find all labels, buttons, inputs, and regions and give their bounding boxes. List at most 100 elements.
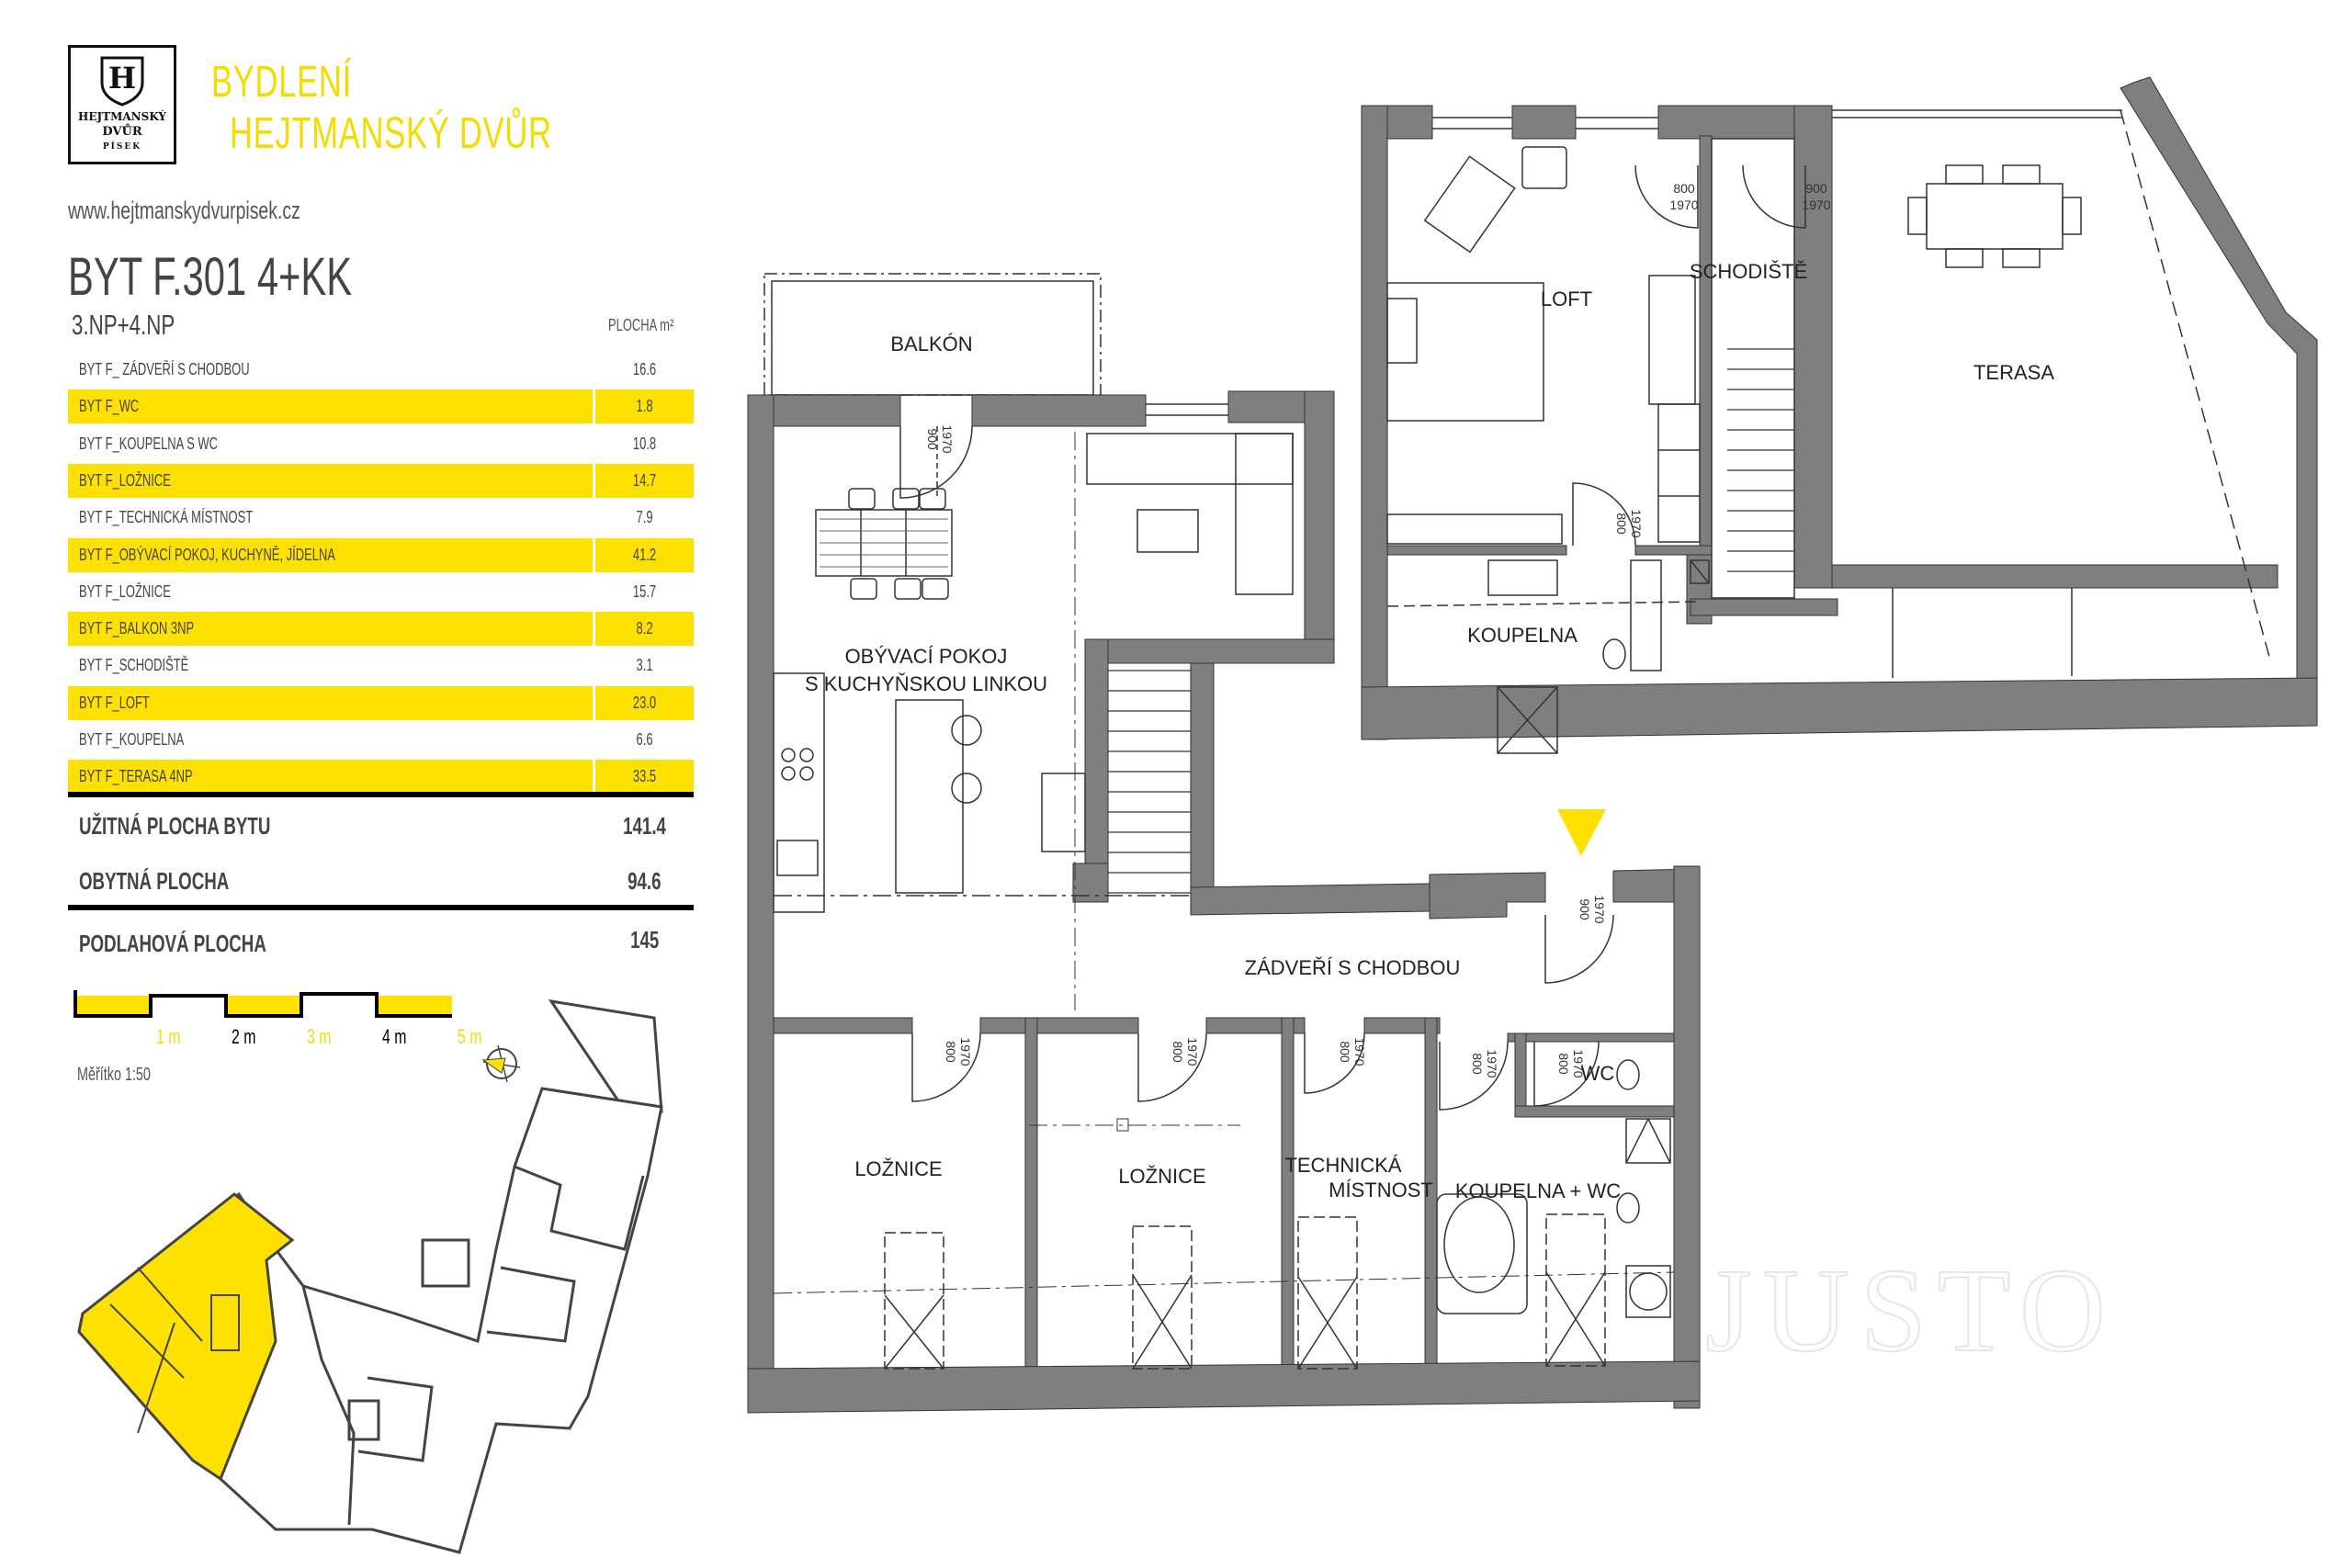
watermark: JUSTO	[1705, 1245, 2117, 1377]
website-link[interactable]: www.hejtmanskydvurpisek.cz	[68, 197, 300, 224]
svg-text:800: 800	[1673, 181, 1695, 196]
svg-text:1970: 1970	[1802, 197, 1830, 212]
label-technical-room-2: MÍSTNOST	[1329, 1179, 1433, 1201]
label-stairs: SCHODIŠTĚ	[1690, 260, 1807, 283]
room-area: 7.9	[636, 508, 653, 527]
door-width: 800	[944, 1041, 958, 1063]
column-separator	[593, 760, 595, 795]
room-name: BYT F_SCHODIŠTĚ	[79, 656, 189, 675]
brand-line2: HEJTMANSKÝ DVŮR	[230, 109, 552, 158]
living-area-value: 94.6	[628, 867, 662, 895]
divider	[68, 905, 694, 910]
room-area: 3.1	[636, 656, 653, 675]
svg-text:H: H	[108, 61, 136, 96]
label-hall: ZÁDVEŘÍ S CHODBOU	[1245, 956, 1461, 979]
table-row: BYT F_WC 1.8	[68, 389, 694, 424]
brand-line1: BYDLENÍ	[211, 58, 352, 107]
room-area: 14.7	[632, 470, 657, 490]
shield-icon: H	[100, 56, 144, 107]
entrance-marker-icon	[1557, 809, 1606, 856]
area-header: PLOCHA m²	[608, 316, 674, 334]
furniture-lower	[773, 432, 1675, 1370]
door-width: 800	[1556, 1053, 1571, 1075]
door-height: 1970	[1352, 1037, 1367, 1066]
column-separator	[593, 685, 595, 720]
stairs-lower	[1108, 670, 1191, 894]
floor-area-value: 145	[629, 926, 660, 953]
svg-text:1970: 1970	[1669, 197, 1698, 212]
scale-label: Měřítko 1:50	[77, 1064, 151, 1085]
room-area: 10.8	[632, 434, 657, 453]
door-height: 1970	[1185, 1037, 1200, 1066]
door-height: 1970	[1592, 895, 1607, 923]
room-name: BYT F_WC	[79, 397, 140, 416]
column-separator	[593, 389, 595, 424]
stairs-upper	[1727, 348, 1794, 572]
unit-title: BYT F.301 4+KK	[68, 247, 353, 307]
scale-tick: 4 m	[382, 1027, 406, 1049]
usable-area-label: UŽITNÁ PLOCHA BYTU	[79, 812, 271, 840]
room-area: 8.2	[636, 619, 653, 638]
room-area: 6.6	[636, 730, 653, 749]
room-name: BYT F_BALKON 3NP	[79, 619, 195, 638]
walls-upper	[1361, 76, 2318, 740]
door-height: 1970	[940, 424, 955, 453]
column-separator	[593, 612, 595, 647]
room-area: 33.5	[632, 767, 657, 786]
room-area: 15.7	[632, 581, 657, 601]
door-height: 1970	[958, 1037, 973, 1066]
walls-lower	[747, 390, 1701, 1414]
room-name: BYT F_ ZÁDVEŘÍ S CHODBOU	[79, 360, 250, 378]
door-width: 800	[1338, 1041, 1352, 1063]
label-bathroom-wc: KOUPELNA + WC	[1455, 1179, 1621, 1202]
room-area: 16.6	[632, 360, 657, 378]
openings-lower	[899, 403, 1614, 1111]
table-row: BYT F_TERASA 4NP 33.5	[68, 760, 694, 795]
room-area: 41.2	[632, 545, 657, 564]
door-width: 900	[1577, 898, 1592, 920]
room-name: BYT F_TECHNICKÁ MÍSTNOST	[79, 508, 254, 527]
label-balcony: BALKÓN	[890, 333, 972, 355]
door-height: 1970	[1571, 1049, 1586, 1077]
label-living-2: S KUCHYŇSKOU LINKOU	[805, 672, 1047, 695]
column-separator	[593, 537, 595, 572]
label-bedroom-2: LOŽNICE	[1118, 1165, 1205, 1188]
door-width: 800	[1470, 1053, 1485, 1075]
room-name: BYT F_TERASA 4NP	[79, 767, 193, 786]
living-area-label: OBYTNÁ PLOCHA	[79, 867, 230, 895]
label-bedroom-1: LOŽNICE	[854, 1157, 942, 1180]
label-loft: LOFT	[1541, 288, 1592, 310]
balcony	[763, 273, 1102, 396]
door-width: 800	[1170, 1041, 1185, 1063]
scale-tick: 3 m	[307, 1027, 331, 1049]
door-height: 1970	[1629, 509, 1644, 537]
door-height: 1970	[1485, 1049, 1499, 1077]
openings-upper	[1386, 109, 2270, 754]
table-row: BYT F_LOŽNICE 15.7	[68, 575, 694, 609]
svg-text:900: 900	[1805, 181, 1827, 196]
unit-floors: 3.NP+4.NP	[72, 309, 175, 341]
label-technical-room: TECHNICKÁ	[1284, 1154, 1401, 1177]
room-name: BYT F_LOŽNICE	[79, 581, 171, 601]
room-area: 1.8	[636, 397, 653, 416]
scale-tick: 2 m	[232, 1027, 255, 1049]
table-row: BYT F_ ZÁDVEŘÍ S CHODBOU 16.6	[68, 353, 694, 387]
label-terrace: TERASA	[1973, 361, 2054, 384]
floor-area-label: PODLAHOVÁ PLOCHA	[79, 930, 266, 957]
table-row: BYT F_SCHODIŠTĚ 3.1	[68, 649, 694, 682]
room-labels: BALKÓN OBÝVACÍ POKOJ S KUCHYŇSKOU LINKOU…	[805, 260, 2054, 1202]
usable-area-value: 141.4	[623, 812, 666, 840]
scale-bar: 1 m 2 m 3 m 4 m 5 m Měřítko 1:50	[74, 990, 521, 1085]
table-row: BYT F_KOUPELNA S WC 10.8	[68, 427, 694, 461]
door-width: 800	[1614, 513, 1629, 535]
label-bathroom: KOUPELNA	[1467, 624, 1577, 647]
room-name: BYT F_KOUPELNA S WC	[79, 434, 219, 453]
column-separator	[593, 463, 595, 498]
